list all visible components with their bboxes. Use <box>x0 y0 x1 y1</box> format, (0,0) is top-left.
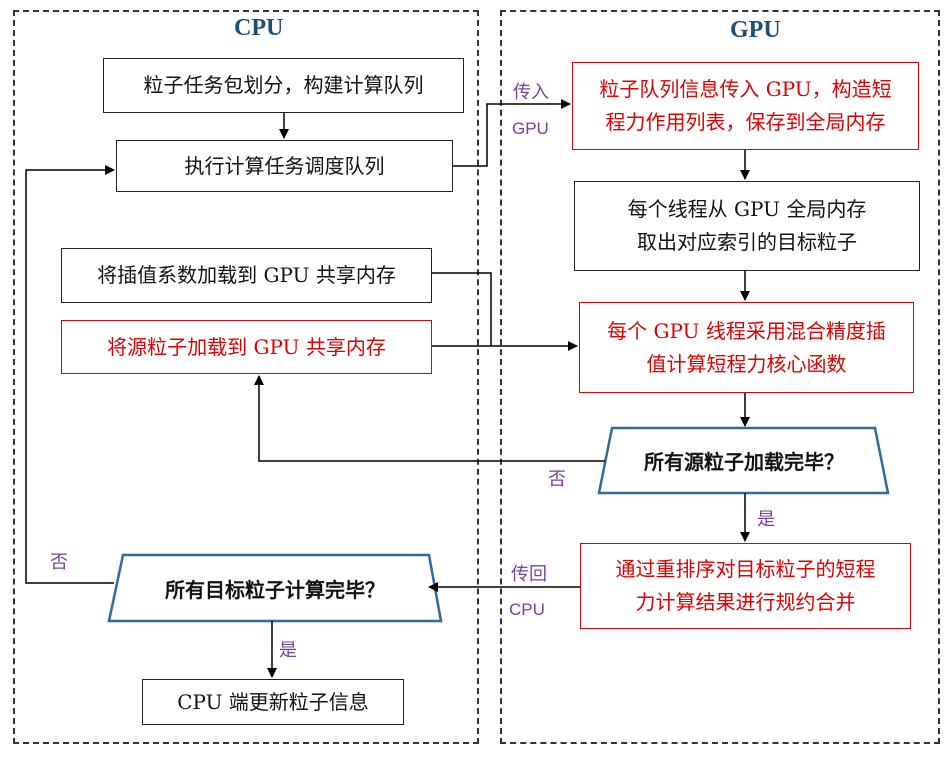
arrow-no-target-loop <box>25 165 115 584</box>
transfer-box: 粒子队列信息传入 GPU，构造短 程力作用列表，保存到全局内存 <box>572 62 919 150</box>
label-back-cpu: CPU <box>509 600 545 619</box>
transfer-line-1: 粒子队列信息传入 GPU，构造短 <box>599 77 892 101</box>
fetch-box: 每个线程从 GPU 全局内存 取出对应索引的目标粒子 <box>574 181 920 271</box>
arrow-execute-to-transfer <box>453 99 571 167</box>
compute-line-2: 值计算短程力核心函数 <box>646 351 847 376</box>
decision-all-source-shape <box>597 426 890 495</box>
load-source-box: 将源粒子加载到 GPU 共享内存 <box>61 320 432 374</box>
arrow-interp-to-compute <box>432 272 492 346</box>
reduce-line-2: 力计算结果进行规约合并 <box>635 590 856 614</box>
decision-all-source-text: 所有源粒子加载完毕？ <box>644 450 844 474</box>
label-in-word: 传入 <box>513 82 549 103</box>
gpu-panel-title: GPU <box>730 17 781 43</box>
decision-all-target-text: 所有目标粒子计算完毕？ <box>165 577 385 602</box>
load-interp-box: 将插值系数加载到 GPU 共享内存 <box>61 248 432 303</box>
label-yes-source: 是 <box>757 509 775 530</box>
cpu-panel-title: CPU <box>234 15 284 41</box>
compute-line-1: 每个 GPU 线程采用混合精度插 <box>607 318 886 343</box>
reduce-line-1: 通过重排序对目标粒子的短程 <box>615 557 876 581</box>
label-no-source: 否 <box>548 469 566 490</box>
cpu-panel <box>13 10 479 744</box>
label-back-word: 传回 <box>511 564 547 585</box>
update-box: CPU 端更新粒子信息 <box>142 679 404 725</box>
fetch-line-1: 每个线程从 GPU 全局内存 <box>627 197 867 221</box>
reduce-box: 通过重排序对目标粒子的短程 力计算结果进行规约合并 <box>580 543 911 629</box>
fetch-line-2: 取出对应索引的目标粒子 <box>637 230 857 254</box>
label-in-gpu: GPU <box>512 119 549 138</box>
transfer-line-2: 程力作用列表，保存到全局内存 <box>605 110 886 134</box>
execute-box: 执行计算任务调度队列 <box>116 140 453 192</box>
label-no-target: 否 <box>50 552 68 573</box>
arrow-no-source-loop <box>254 375 605 462</box>
partition-box: 粒子任务包划分，构建计算队列 <box>103 58 464 113</box>
gpu-panel <box>500 10 940 744</box>
compute-box: 每个 GPU 线程采用混合精度插 值计算短程力核心函数 <box>579 302 914 393</box>
decision-all-target-shape <box>107 553 443 623</box>
label-yes-target: 是 <box>279 640 297 661</box>
